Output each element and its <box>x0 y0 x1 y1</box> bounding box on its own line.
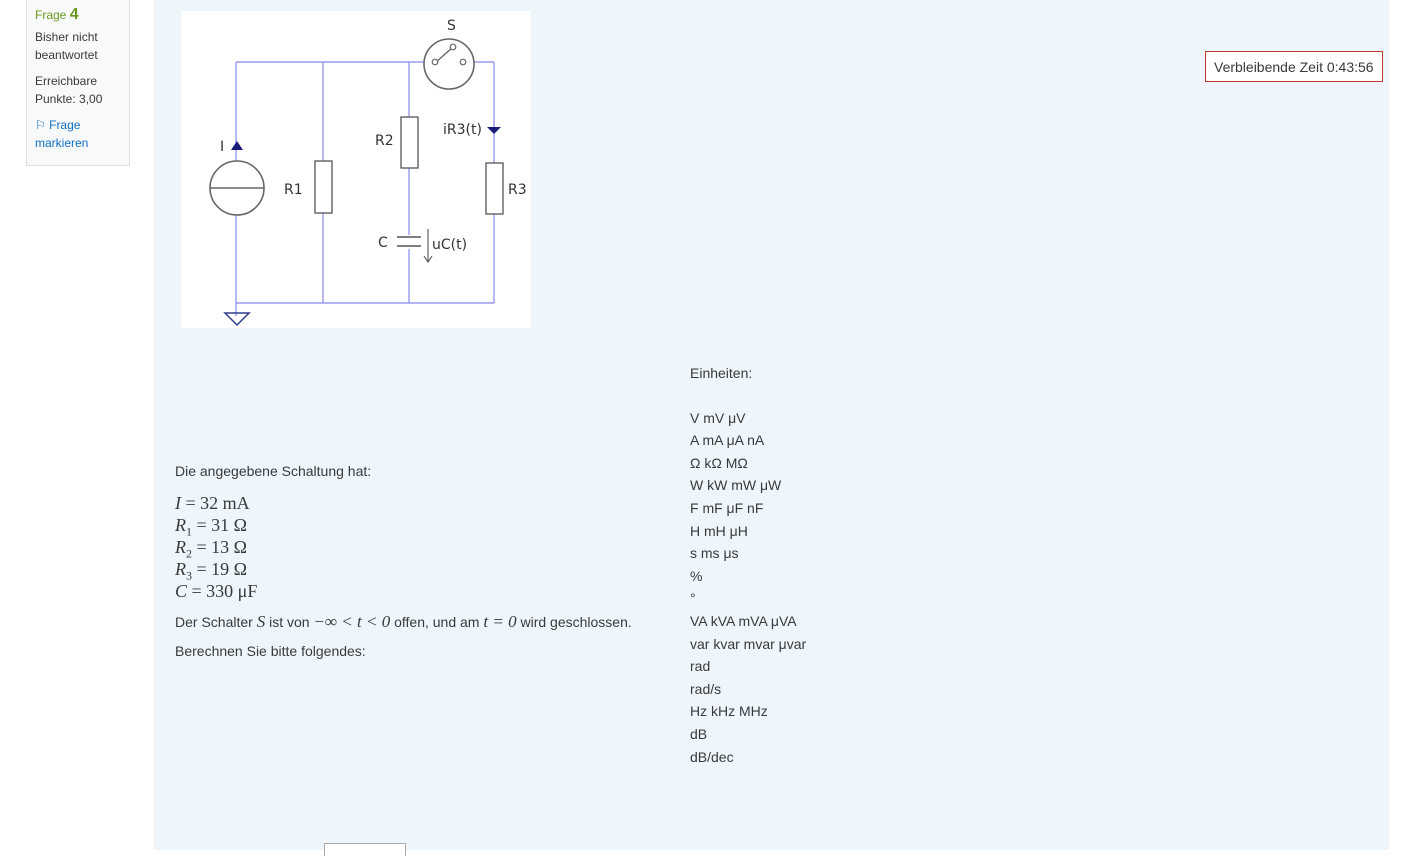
question-info-panel: Frage 4 Bisher nicht beantwortet Erreich… <box>26 0 130 166</box>
unit-item: VA kVA mVA μVA <box>690 612 797 629</box>
switch-description: Der Schalter S ist von −∞ < t < 0 offen,… <box>175 612 632 631</box>
unit-item: dB <box>690 725 708 742</box>
value-row-r1: R1 = 31 Ω <box>175 515 248 539</box>
units-list: Einheiten: V mV μV A mA μA nA Ω kΩ MΩ W … <box>690 362 806 768</box>
label-ir3: iR3(t) <box>443 122 482 138</box>
switch-symbol <box>423 38 475 90</box>
unit-item: s ms μs <box>690 545 739 562</box>
unit-item: V mV μV <box>690 409 746 426</box>
units-heading: Einheiten: <box>690 365 753 381</box>
question-number: Frage 4 <box>35 6 79 23</box>
remaining-time-timer: Verbleibende Zeit 0:43:56 <box>1205 51 1383 82</box>
label-current-source: I <box>220 139 224 155</box>
unit-item: rad <box>690 658 711 675</box>
resistor-r3 <box>485 162 504 215</box>
capacitor-symbol <box>397 236 421 247</box>
unit-item: F mF μF nF <box>690 499 764 516</box>
question-intro: Die angegebene Schaltung hat: <box>175 463 372 479</box>
label-r3: R3 <box>508 182 527 198</box>
unit-item: ° <box>690 590 696 607</box>
value-row-r2: R2 = 13 Ω <box>175 537 248 561</box>
current-source-symbol <box>209 141 265 216</box>
unit-item: H mH μH <box>690 522 748 539</box>
question-state: Bisher nicht beantwortet <box>35 30 98 62</box>
label-capacitor: C <box>378 235 388 251</box>
unit-item: Hz kHz MHz <box>690 703 768 720</box>
unit-item: dB/dec <box>690 748 734 765</box>
value-row-r3: R3 = 19 Ω <box>175 559 248 583</box>
unit-item: var kvar mvar μvar <box>690 635 807 652</box>
question-grade: Erreichbare Punkte: 3,00 <box>35 74 103 106</box>
unit-item: Ω kΩ MΩ <box>690 454 748 471</box>
resistor-r1 <box>314 160 333 214</box>
unit-item: % <box>690 567 703 584</box>
resistor-r2 <box>400 116 419 169</box>
task-text: Berechnen Sie bitte folgendes: <box>175 643 366 659</box>
flag-icon: ⚐ <box>35 118 46 132</box>
label-uc: uC(t) <box>432 237 467 253</box>
unit-item: rad/s <box>690 680 722 697</box>
value-row-i: I = 32 mA <box>175 493 250 513</box>
given-values: I = 32 mA R1 = 31 Ω R2 = 13 Ω R3 = 19 Ω … <box>175 492 257 602</box>
label-r1: R1 <box>284 182 303 198</box>
label-switch: S <box>447 18 456 34</box>
unit-item: W kW mW μW <box>690 477 782 494</box>
unit-item: A mA μA nA <box>690 432 765 449</box>
circuit-diagram: S I R1 R2 R3 C iR3(t) uC(t) <box>181 11 531 328</box>
flag-question-link[interactable]: ⚐ Frage markieren <box>35 118 89 150</box>
value-row-c: C = 330 μF <box>175 581 258 601</box>
label-r2: R2 <box>375 133 394 149</box>
ground-symbol <box>223 312 251 327</box>
